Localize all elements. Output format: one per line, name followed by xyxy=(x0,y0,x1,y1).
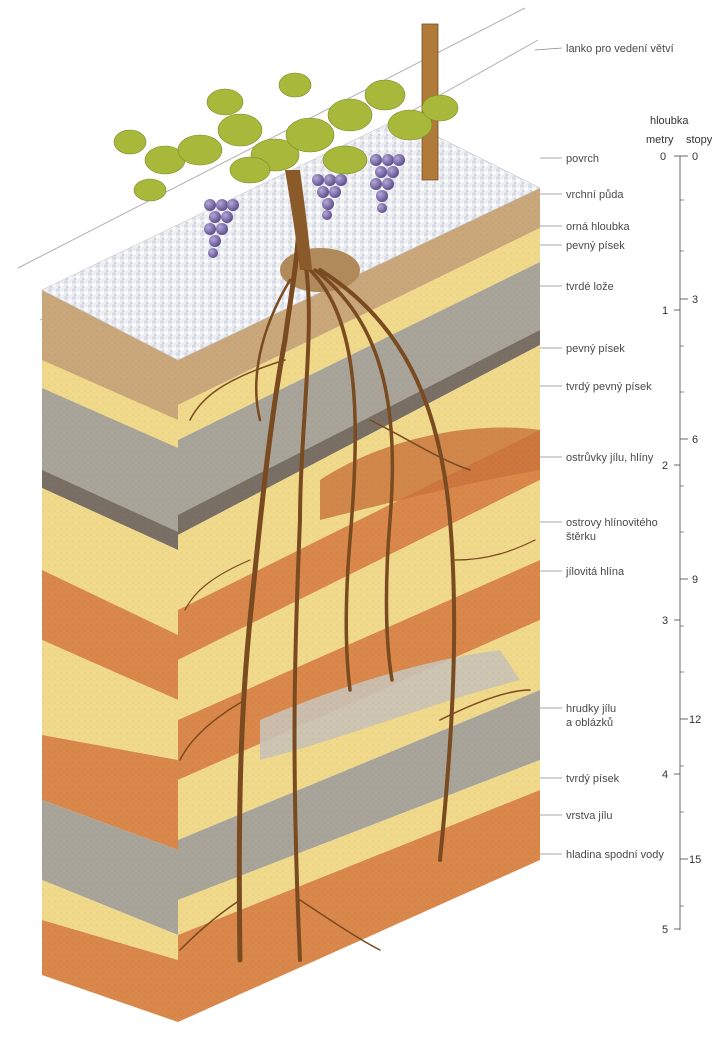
feet-tick-6: 6 xyxy=(692,434,698,446)
label-loamy-gravel-line1: ostrovy hlínovitého xyxy=(566,517,658,529)
feet-tick-9: 9 xyxy=(692,574,698,586)
feet-tick-15: 15 xyxy=(689,854,701,866)
label-loamy-gravel-line2: štěrku xyxy=(566,531,596,543)
label-clay-islands: ostrůvky jílu, hlíny xyxy=(566,452,654,464)
label-hard-sand: tvrdý písek xyxy=(566,773,620,785)
label-plough-depth: orná hloubka xyxy=(566,221,630,233)
label-hardpan: tvrdé lože xyxy=(566,281,614,293)
label-water-table: hladina spodní vody xyxy=(566,849,664,861)
label-surface: povrch xyxy=(566,153,599,165)
feet-tick-3: 3 xyxy=(692,294,698,306)
feet-tick-0: 0 xyxy=(692,151,698,163)
label-clay-loam: jílovitá hlína xyxy=(565,566,625,578)
label-clay-layer: vrstva jílu xyxy=(566,810,612,822)
label-hard-firm-sand: tvrdý pevný písek xyxy=(566,381,652,393)
label-firm-sand-1: pevný písek xyxy=(566,240,625,252)
metre-tick-5: 5 xyxy=(662,924,668,936)
scale-feet-label: stopy xyxy=(686,134,713,146)
metre-tick-0: 0 xyxy=(660,151,666,163)
label-clay-lumps-line2: a oblázků xyxy=(566,717,613,729)
metre-tick-1: 1 xyxy=(662,305,668,317)
scale-title: hloubka xyxy=(650,115,689,127)
label-clay-lumps-line1: hrudky jílu xyxy=(566,703,616,715)
label-guide-wire: lanko pro vedení větví xyxy=(566,43,674,55)
feet-tick-12: 12 xyxy=(689,714,701,726)
metre-tick-2: 2 xyxy=(662,460,668,472)
metre-tick-4: 4 xyxy=(662,769,668,781)
layer-labels: lanko pro vedení větví povrch vrchní půd… xyxy=(565,43,674,861)
scale-metres-label: metry xyxy=(646,134,674,146)
label-firm-sand-2: pevný písek xyxy=(566,343,625,355)
metre-tick-3: 3 xyxy=(662,615,668,627)
label-topsoil: vrchní půda xyxy=(566,189,624,201)
